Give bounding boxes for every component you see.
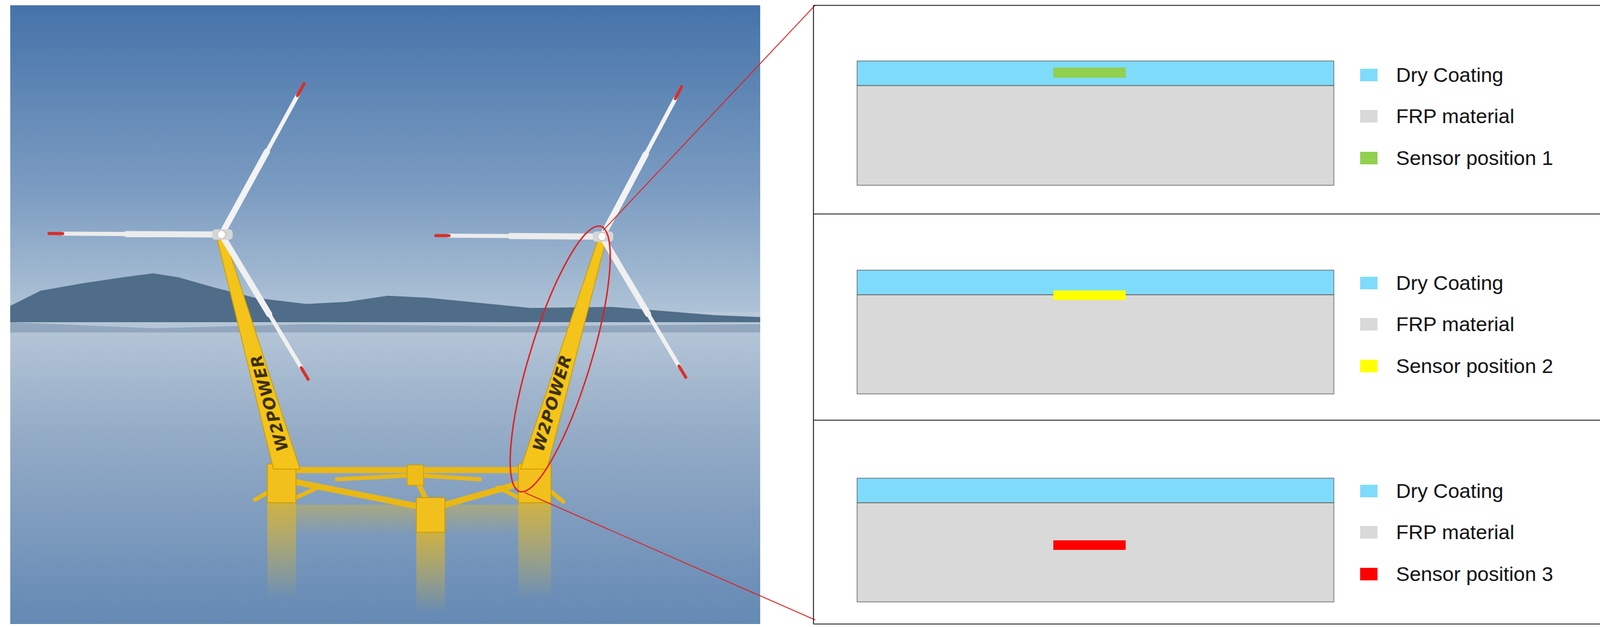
- legend-item: Sensor position 2: [1360, 352, 1554, 380]
- legend-label: FRP material: [1396, 520, 1515, 545]
- legend-item: Dry Coating: [1360, 61, 1504, 88]
- legend-label: FRP material: [1396, 104, 1515, 129]
- legend-item: Sensor position 1: [1360, 144, 1554, 172]
- legend-item: FRP material: [1360, 519, 1515, 547]
- legend-label: Dry Coating: [1396, 270, 1504, 296]
- legend-swatch: [1360, 318, 1378, 331]
- legend-item: Dry Coating: [1360, 477, 1504, 505]
- legend-label: Sensor position 1: [1396, 145, 1554, 171]
- legend-label: Dry Coating: [1396, 479, 1504, 504]
- legend-swatch: [1360, 151, 1378, 165]
- legend-item: Dry Coating: [1360, 269, 1504, 297]
- legend-swatch: [1360, 568, 1378, 581]
- cross-sections: [857, 61, 1334, 603]
- legend-item: FRP material: [1360, 103, 1515, 130]
- legend-swatch: [1360, 276, 1378, 290]
- panel-frame: [813, 5, 1600, 625]
- legend-swatch: [1360, 526, 1378, 539]
- legend-item: Sensor position 3: [1360, 561, 1554, 588]
- legend-label: Sensor position 3: [1396, 562, 1554, 587]
- legend-item: FRP material: [1360, 311, 1515, 338]
- legend-swatch: [1360, 485, 1378, 498]
- legend-swatch: [1360, 110, 1378, 123]
- legend-swatch: [1360, 360, 1378, 373]
- legend-swatch: [1360, 68, 1378, 82]
- legend-label: FRP material: [1396, 312, 1515, 337]
- legend-label: Dry Coating: [1396, 62, 1504, 88]
- turbine-render: [10, 5, 816, 626]
- legend-label: Sensor position 2: [1396, 354, 1554, 379]
